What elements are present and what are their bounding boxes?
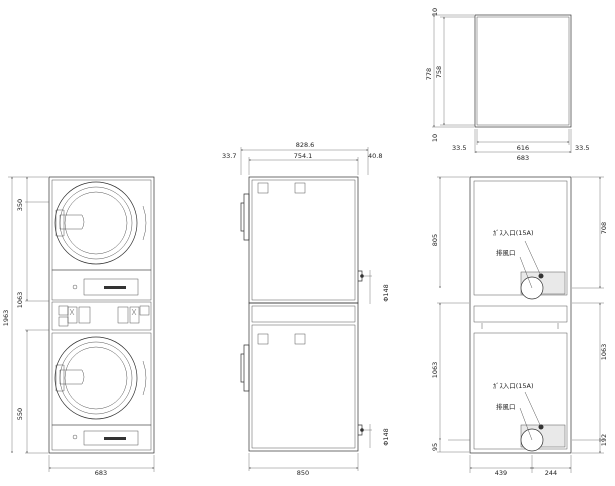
side-front-doors — [240, 193, 250, 392]
side-dim-overall-label: 828.6 — [296, 141, 315, 149]
rear-extension-lines — [437, 176, 604, 473]
rear-mid-brackets — [481, 323, 559, 329]
lower-door-bezel — [59, 341, 133, 415]
rear-leader-lines — [519, 240, 542, 441]
front-dim-lower-door-label: 550 — [16, 408, 24, 420]
side-vent-1 — [257, 182, 269, 194]
coin-slot-right — [139, 305, 150, 316]
front-dim-upper-door-label: 350 — [16, 199, 24, 211]
front-dim-total-label: 1963 — [2, 310, 10, 327]
rear-dim-right-width-label: 244 — [545, 469, 557, 477]
front-extension-lines — [8, 176, 155, 472]
rear-view: 805 1063 95 708 1063 192 ｶﾞｽ入口(15A) 排風口 … — [431, 176, 608, 477]
display-left — [67, 306, 78, 324]
side-dim-rear-label: 40.8 — [368, 152, 382, 160]
side-view: 828.6 33.7 754.1 40.8 Φ148 Φ148 850 — [222, 141, 390, 477]
lower-lint-drawer — [83, 430, 139, 446]
lower-dryer-panel — [51, 332, 152, 426]
side-dim-exhaust-lower-label: Φ148 — [382, 428, 390, 446]
upper-door-handle — [59, 214, 85, 230]
upper-door-bezel — [59, 186, 133, 260]
lower-lock — [72, 434, 78, 440]
control-panel — [51, 301, 152, 331]
lower-door-handle — [59, 369, 85, 385]
lower-door-glass — [64, 346, 128, 410]
stand-dim-inner-width-label: 616 — [517, 144, 529, 152]
side-exhaust-ducts — [358, 270, 363, 436]
stand-dim-right-label: 33.5 — [575, 144, 589, 152]
lower-door-ring — [54, 336, 138, 420]
upper-lint-panel — [51, 269, 152, 301]
side-vent-4 — [294, 333, 306, 345]
stand-dim-total-label: 778 — [425, 68, 433, 80]
upper-dryer-panel — [51, 179, 152, 271]
upper-lock — [72, 284, 78, 290]
front-dim-unit-label: 1063 — [16, 292, 24, 309]
side-vent-3 — [257, 333, 269, 345]
front-view: 1963 350 1063 550 683 — [2, 176, 155, 477]
rear-dim-left-width-label: 439 — [495, 469, 507, 477]
stand-dim-outer-width-label: 683 — [517, 154, 529, 162]
side-exhaust-lower-knob — [360, 428, 364, 432]
stand-box — [474, 14, 572, 128]
side-upper-panel — [251, 179, 356, 301]
coin-marks — [69, 308, 137, 316]
rear-outer-frame — [469, 176, 572, 454]
side-dim-body-label: 754.1 — [294, 152, 313, 160]
side-extension-lines — [240, 147, 372, 471]
lower-lint-panel — [51, 424, 152, 451]
front-dim-width-label: 683 — [95, 469, 107, 477]
side-dim-base-label: 850 — [297, 469, 309, 477]
side-dim-exhaust-upper-label: Φ148 — [382, 284, 390, 302]
upper-door-glass — [64, 191, 128, 255]
coin-slot-left — [58, 305, 69, 316]
coin-return-left — [58, 316, 69, 327]
rear-dim-lower-right-label: 1063 — [600, 344, 608, 361]
side-dim-front-label: 33.7 — [222, 152, 236, 160]
rear-mid-band — [473, 305, 568, 323]
upper-drawer-label — [104, 286, 126, 289]
side-vent-2 — [294, 182, 306, 194]
stand-dim-left-label: 33.5 — [452, 144, 466, 152]
side-exhaust-upper-knob — [360, 274, 364, 278]
rear-dim-upper-right-label: 708 — [600, 222, 608, 234]
rear-exhaust-upper-label: 排風口 — [496, 248, 516, 257]
side-lower-panel — [251, 324, 356, 449]
stand-view: 10 778 758 10 33.5 616 33.5 683 — [425, 8, 589, 162]
rear-gas-inlet-upper-label: ｶﾞｽ入口(15A) — [493, 229, 534, 237]
rear-dim-lower-label: 1063 — [431, 362, 439, 379]
rear-dim-upper-label: 805 — [431, 234, 439, 246]
upper-door-latch — [142, 205, 147, 241]
side-upper-body — [248, 176, 359, 304]
lower-door-latch — [142, 360, 147, 396]
rear-gas-inlet-lower-label: ｶﾞｽ入口(15A) — [493, 382, 534, 390]
rear-lower-panel — [473, 332, 568, 450]
upper-door-ring — [54, 181, 138, 265]
upper-door-hinge — [55, 209, 65, 237]
label-right — [117, 306, 129, 324]
rear-exhaust-lower-label: 排風口 — [496, 402, 516, 411]
display-right — [129, 306, 140, 324]
lower-door-hinge — [55, 364, 65, 392]
stand-dim-bottom-label: 10 — [431, 134, 439, 142]
rear-upper-panel — [473, 180, 568, 296]
side-control-band — [251, 305, 356, 323]
stand-extension-lines — [432, 14, 572, 153]
upper-lint-drawer — [83, 278, 139, 296]
lower-drawer-label — [104, 437, 126, 440]
rear-dim-offset-label: 95 — [431, 443, 439, 451]
rear-dim-outlet-right-label: 192 — [600, 434, 608, 446]
front-outer-frame — [48, 176, 155, 454]
label-left — [78, 306, 91, 324]
stand-inner — [476, 16, 570, 126]
stand-dim-top-label: 10 — [431, 8, 439, 16]
stand-dim-inner-label: 758 — [435, 66, 443, 78]
